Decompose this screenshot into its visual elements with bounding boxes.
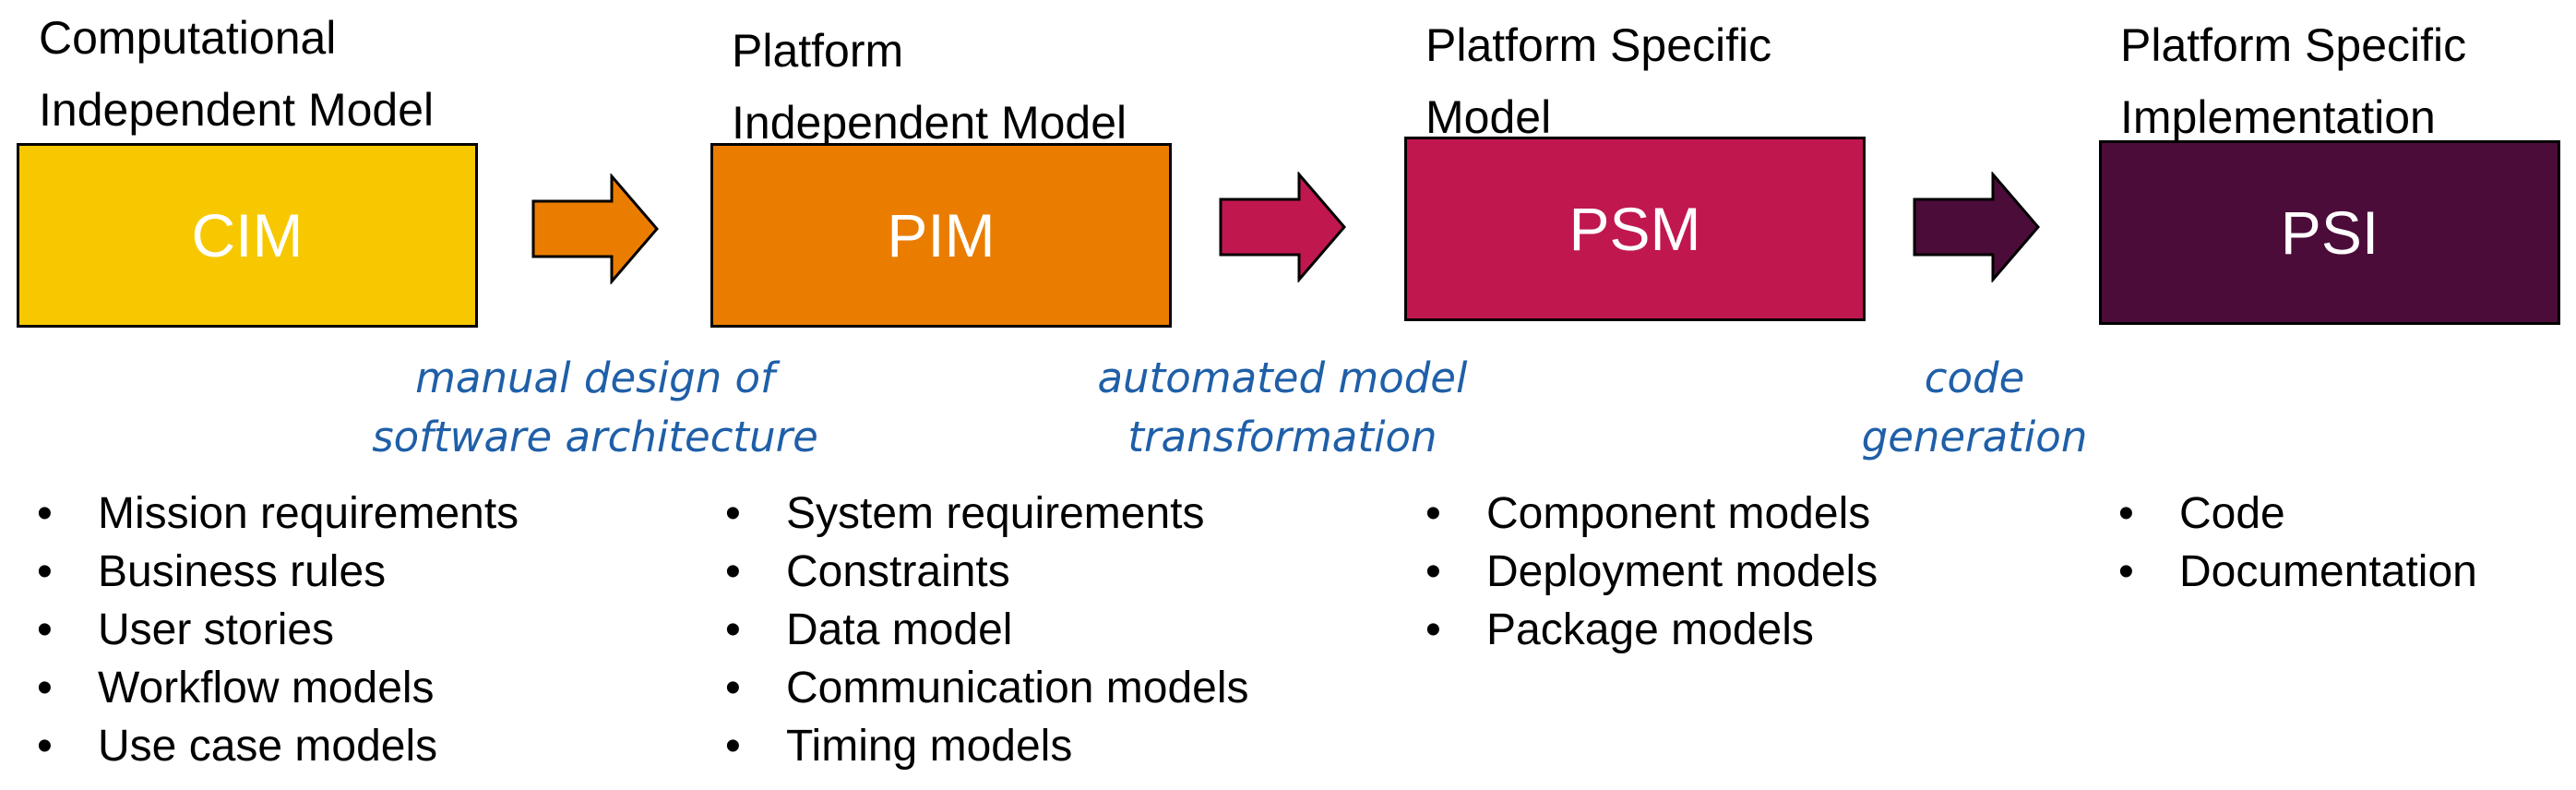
stage-box-psm: PSM: [1404, 137, 1866, 321]
transition-label-line: generation: [1861, 413, 2088, 461]
stage-abbr: PIM: [887, 201, 996, 269]
list-item: Use case models: [37, 717, 519, 775]
stage-title-line: Model: [1425, 91, 1552, 143]
list-item: Business rules: [37, 543, 519, 601]
transition-label-line: code: [1924, 353, 2025, 402]
list-item: Component models: [1425, 485, 1878, 543]
list-item: Package models: [1425, 601, 1878, 659]
right-arrow-icon: [531, 174, 659, 284]
stage-title-psi: Platform Specific Implementation: [2120, 9, 2466, 153]
stage-title-line: Independent Model: [732, 97, 1127, 149]
transition-arrow-1: [531, 174, 660, 284]
transition-label-1: manual design of software architecture: [328, 349, 863, 467]
stage-items-pim: System requirements Constraints Data mod…: [725, 485, 1249, 775]
list-item: Deployment models: [1425, 543, 1878, 601]
transition-label-line: transformation: [1127, 413, 1437, 461]
transition-arrow-2: [1218, 172, 1347, 282]
stage-title-line: Platform Specific: [1425, 19, 1772, 71]
stage-title-line: Independent Model: [39, 84, 435, 136]
list-item: Mission requirements: [37, 485, 519, 543]
transition-arrow-3: [1912, 172, 2041, 282]
list-item: Constraints: [725, 543, 1249, 601]
transition-label-line: manual design of: [415, 353, 775, 402]
stage-items-cim: Mission requirements Business rules User…: [37, 485, 519, 775]
stage-box-psi: PSI: [2099, 140, 2560, 325]
right-arrow-icon: [1219, 172, 1346, 282]
transition-label-line: automated model: [1097, 353, 1468, 402]
stage-box-pim: PIM: [710, 143, 1172, 328]
list-item: Timing models: [725, 717, 1249, 775]
stage-title-line: Implementation: [2120, 91, 2436, 143]
stage-items-psi: Code Documentation: [2118, 485, 2477, 601]
stage-title-line: Computational: [39, 12, 337, 64]
list-item: Communication models: [725, 659, 1249, 717]
stage-abbr: CIM: [191, 201, 304, 269]
list-item: Code: [2118, 485, 2477, 543]
list-item: Workflow models: [37, 659, 519, 717]
transition-label-3: code generation: [1808, 349, 2141, 467]
stage-title-psm: Platform Specific Model: [1425, 9, 1771, 153]
list-item: User stories: [37, 601, 519, 659]
stage-title-line: Platform: [732, 25, 904, 77]
stage-abbr: PSM: [1568, 195, 1701, 263]
stage-box-cim: CIM: [17, 143, 478, 328]
stage-title-line: Platform Specific: [2120, 19, 2467, 71]
right-arrow-icon: [1913, 172, 2040, 282]
stage-title-cim: Computational Independent Model: [39, 2, 434, 146]
list-item: Data model: [725, 601, 1249, 659]
list-item: System requirements: [725, 485, 1249, 543]
stage-items-psm: Component models Deployment models Packa…: [1425, 485, 1878, 659]
transition-label-2: automated model transformation: [1043, 349, 1522, 467]
stage-abbr: PSI: [2280, 198, 2379, 267]
list-item: Documentation: [2118, 543, 2477, 601]
stage-title-pim: Platform Independent Model: [732, 15, 1127, 159]
transition-label-line: software architecture: [372, 413, 818, 461]
